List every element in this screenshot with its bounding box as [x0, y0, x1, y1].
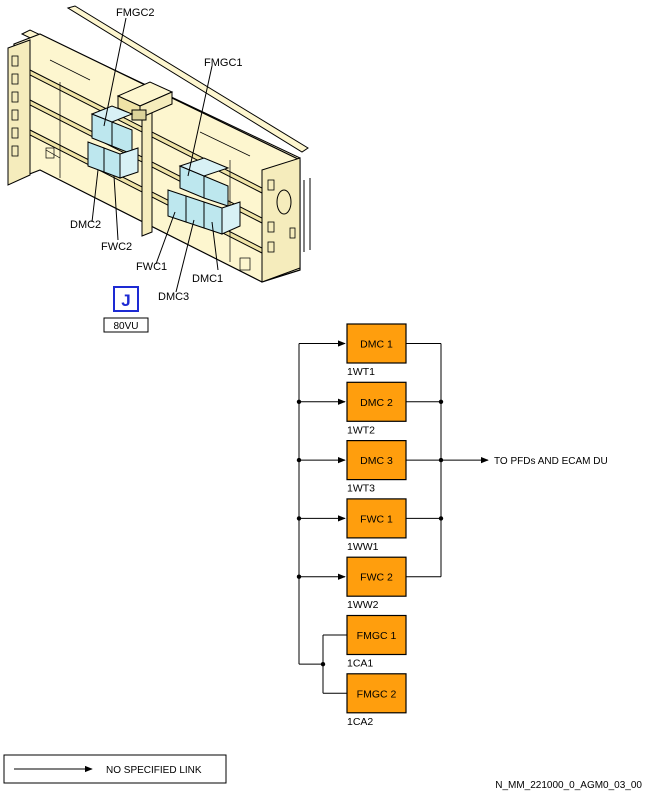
unit-ref-fmgc-2: 1CA2 — [347, 716, 373, 728]
box-dmc3 — [185, 195, 205, 229]
bus-junction-dot — [296, 399, 302, 404]
unit-label-dmc-3: DMC 3 — [360, 455, 393, 467]
computer-boxes — [87, 105, 241, 235]
callout-dmc1: DMC1 — [192, 273, 223, 285]
footer-reference: N_MM_221000_0_AGM0_03_00 — [495, 780, 642, 791]
unit-box-fwc-2 — [346, 556, 407, 597]
callout-fmgc2: FMGC2 — [116, 7, 155, 19]
rack-center-divider — [141, 103, 153, 237]
unit-ref-fwc-2: 1WW2 — [347, 599, 379, 611]
callout-fmgc1: FMGC1 — [204, 57, 243, 69]
unit-ref-dmc-3: 1WT3 — [347, 483, 375, 495]
bus-junction-dot — [296, 574, 302, 579]
unit-ref-fwc-1: 1WW1 — [347, 541, 379, 553]
callout-fwc1: FWC1 — [136, 261, 167, 273]
callout-dmc3: DMC3 — [158, 291, 189, 303]
zone-letter: J — [121, 291, 130, 310]
unit-label-dmc-1: DMC 1 — [360, 339, 393, 351]
unit-label-fwc-2: FWC 2 — [360, 572, 393, 584]
unit-label-fwc-1: FWC 1 — [360, 513, 393, 525]
legend: NO SPECIFIED LINK — [3, 754, 227, 784]
unit-label-fmgc-1: FMGC 1 — [357, 630, 397, 642]
rack-right-end — [261, 157, 301, 283]
unit-label-dmc-2: DMC 2 — [360, 397, 393, 409]
rack-body — [13, 33, 301, 283]
unit-box-dmc-2 — [346, 381, 407, 422]
rack-left-end-slots — [11, 55, 19, 157]
unit-label-fmgc-2: FMGC 2 — [357, 688, 397, 700]
unit-ref-dmc-1: 1WT1 — [347, 366, 375, 378]
rack-illustration: FMGC2 FMGC1 DMC2 FWC2 FWC1 DMC1 DMC3 — [7, 5, 311, 303]
bus-junction-dot — [296, 457, 302, 463]
unit-ref-dmc-2: 1WT2 — [347, 424, 375, 436]
output-label: TO PFDs AND ECAM DU — [494, 456, 608, 467]
unit-box-dmc-3 — [346, 440, 407, 481]
rack-top-block — [116, 81, 174, 121]
box-fwc1 — [167, 189, 187, 223]
unit-box-fmgc-2 — [346, 673, 407, 714]
callout-dmc2: DMC2 — [70, 219, 101, 231]
bus-junction-dot — [320, 661, 326, 667]
unit-box-fmgc-1 — [346, 614, 407, 656]
leader-lines — [91, 17, 219, 293]
bus-junction-dot — [296, 516, 302, 521]
zone-label: 80VU — [113, 321, 138, 332]
legend-label: NO SPECIFIED LINK — [106, 765, 202, 776]
rack-left-end — [7, 39, 31, 186]
unit-box-fwc-1 — [346, 498, 407, 539]
zone-badge: J 80VU — [103, 286, 149, 333]
unit-ref-fmgc-1: 1CA1 — [347, 658, 373, 670]
callout-fwc2: FWC2 — [101, 241, 132, 253]
unit-box-dmc-1 — [346, 323, 407, 364]
